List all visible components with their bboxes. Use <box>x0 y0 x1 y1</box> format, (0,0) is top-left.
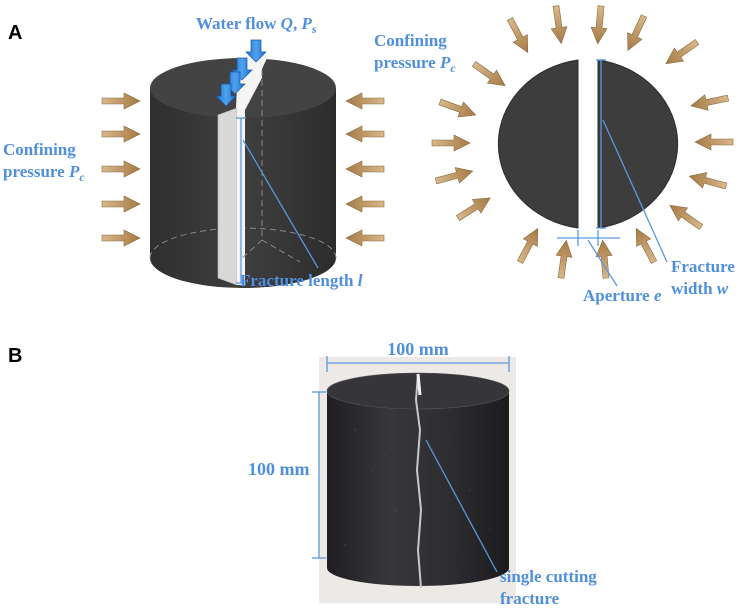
height-100mm-label: 100 mm <box>248 459 310 479</box>
water-flow-label: Water flow Q, Ps <box>196 14 317 36</box>
fractured-cylinder <box>149 50 337 288</box>
panel-b-label: B <box>8 345 22 367</box>
fracture-plane <box>217 107 238 286</box>
specimen-photo <box>319 357 516 603</box>
fracture-width-label: Fracture <box>671 257 735 276</box>
aperture-label: Aperture e <box>583 286 662 305</box>
cross-section <box>497 59 679 229</box>
fracture-length-label: Fracture length l <box>240 271 363 290</box>
right-confining-arrows <box>345 92 385 247</box>
width-100mm-label: 100 mm <box>387 339 449 359</box>
confining-pressure-right-label-2: pressure Pc <box>374 53 456 75</box>
confining-pressure-left-label-2: pressure Pc <box>3 162 85 184</box>
single-cutting-pointer <box>425 439 498 573</box>
aperture-dimension <box>557 230 620 287</box>
fracture-length-dimension <box>236 117 319 284</box>
single-cutting-label: single cutting <box>500 567 597 586</box>
single-cutting-label-2: fracture <box>500 589 560 608</box>
fracture-width-label-2: width w <box>671 279 729 298</box>
photo-height-dimension <box>312 391 326 559</box>
fracture-width-dimension <box>596 59 668 263</box>
confining-pressure-right-label: Confining <box>374 31 447 50</box>
panel-a-label: A <box>8 22 22 44</box>
photo-fracture-line <box>414 373 423 589</box>
left-confining-arrows <box>101 92 141 247</box>
photo-width-dimension <box>326 356 510 372</box>
confining-pressure-left-label: Confining <box>3 140 76 159</box>
